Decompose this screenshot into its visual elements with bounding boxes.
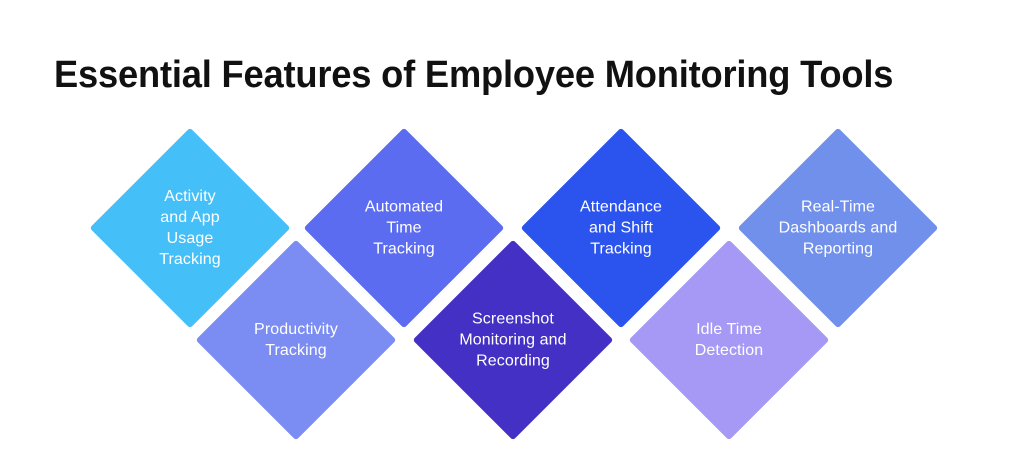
page-title: Essential Features of Employee Monitorin… [54,54,894,97]
